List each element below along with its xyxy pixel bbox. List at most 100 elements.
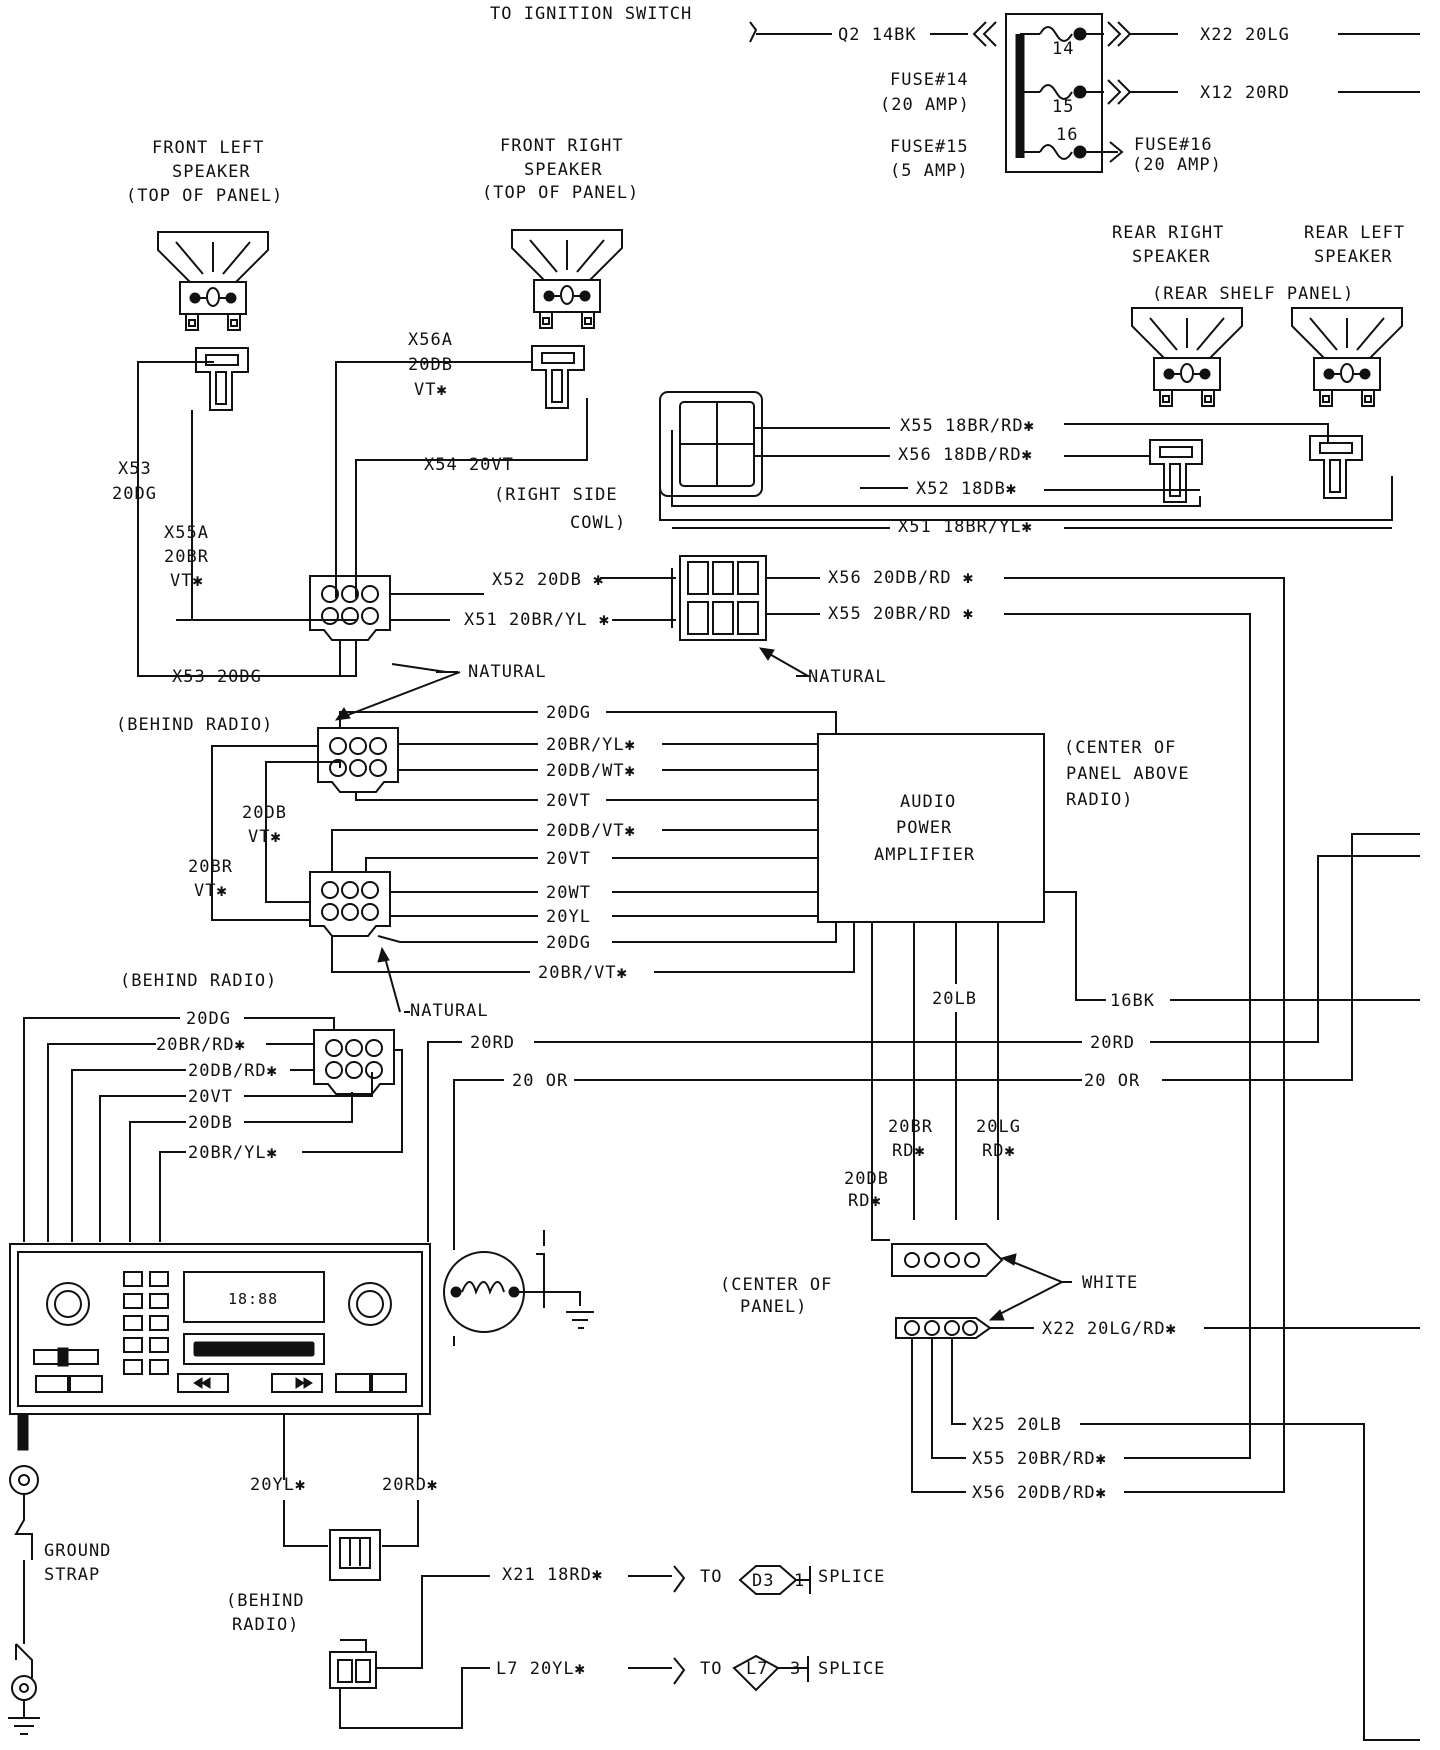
label-amp-loc-1: (CENTER OF [1064, 738, 1176, 758]
label-natural-2: NATURAL [808, 667, 887, 687]
label-fr-2: SPEAKER [524, 160, 603, 180]
label-fuse14-l1: FUSE#14 [890, 70, 969, 90]
label-right-cowl-1: (RIGHT SIDE [494, 485, 618, 505]
label-rr-2: SPEAKER [1132, 247, 1211, 267]
c1-wire-3: 20DB/WT✱ [546, 761, 636, 781]
label-fl-1: FRONT LEFT [152, 138, 264, 158]
front-left-speaker: FRONT LEFT SPEAKER (TOP OF PANEL) [126, 138, 282, 411]
label-x22-20lgrd: X22 20LG/RD✱ [1042, 1319, 1177, 1339]
radio-wire-1: 20DG [186, 1009, 231, 1029]
label-amp-db-2: RD✱ [848, 1191, 882, 1211]
c2-wire-3: 20WT [546, 883, 591, 903]
label-amp-lg-2: RD✱ [982, 1141, 1016, 1161]
label-amp-loc-2: PANEL ABOVE [1066, 764, 1190, 784]
label-white: WHITE [1082, 1273, 1138, 1293]
label-rear-shelf: (REAR SHELF PANEL) [1152, 284, 1354, 304]
label-fuse16-l1: FUSE#16 [1134, 135, 1213, 155]
c2-wire-2: 20VT [546, 849, 591, 869]
c2-wire-4: 20YL [546, 907, 591, 927]
rear-right-speaker-icon [1131, 307, 1243, 407]
radio-power: 20YL✱ 20RD✱ (BEHIND RADIO) X21 18RD✱ L7 … [226, 1414, 885, 1729]
label-x22-20lg: X22 20LG [1200, 25, 1290, 45]
c2-wire-1: 20DB/VT✱ [546, 821, 636, 841]
label-ground-1: GROUND [44, 1541, 111, 1561]
amp-connector-2-icon [309, 871, 391, 937]
amp-connector-1-icon [317, 727, 399, 793]
label-x53-bottom: X53 20DG [172, 667, 262, 687]
label-splice-2: SPLICE [818, 1659, 885, 1679]
label-l7: L7 20YL✱ [496, 1659, 586, 1679]
label-20or-right: 20 OR [1084, 1071, 1140, 1091]
label-x56-18dbrd: X56 18DB/RD✱ [898, 445, 1033, 465]
label-x21: X21 18RD✱ [502, 1565, 603, 1585]
label-20rd: 20RD✱ [382, 1475, 438, 1495]
amp-feed: 20LB 20BR RD✱ 20LG RD✱ 20DB RD✱ [844, 922, 1021, 1241]
label-natural-3: NATURAL [410, 1001, 489, 1021]
label-behind-radio-2: (BEHIND RADIO) [120, 971, 277, 991]
front-speaker-wiring: X56A 20DB VT✱ X54 20VT X53 20DG X55A 20B… [112, 330, 676, 721]
label-to-2: TO [700, 1659, 722, 1679]
label-x25-20lb: X25 20LB [972, 1415, 1062, 1435]
label-left-br-2: VT✱ [194, 881, 228, 901]
label-fr-3: (TOP OF PANEL) [482, 183, 639, 203]
amp-connector-1: (BEHIND RADIO) 20DG 20BR/YL✱ 20DB/WT✱ 20… [116, 703, 837, 921]
front-left-speaker-icon [157, 231, 269, 331]
ground-strap: GROUND STRAP [8, 1413, 111, 1735]
label-x12-20rd: X12 20RD [1200, 83, 1290, 103]
label-x52-18db: X52 18DB✱ [916, 479, 1017, 499]
label-16bk: 16BK [1110, 991, 1155, 1011]
label-to-1: TO [700, 1567, 722, 1587]
label-splice-1: SPLICE [818, 1567, 885, 1587]
label-natural-1: NATURAL [468, 662, 547, 682]
label-x56a-3: VT✱ [414, 380, 448, 400]
label-amp-3: AMPLIFIER [874, 845, 975, 865]
fuse-16-number: 16 [1056, 125, 1078, 145]
radio-harness: (BEHIND RADIO) 20DG 20BR/RD✱ 20DB/RD✱ 20… [23, 833, 1420, 1242]
fuse-14-number: 14 [1052, 39, 1074, 59]
label-behind-1: (BEHIND [226, 1591, 305, 1611]
label-20rd-left: 20RD [470, 1033, 515, 1053]
label-x55a-3: VT✱ [170, 571, 204, 591]
label-right-cowl-2: COWL) [570, 513, 626, 533]
label-x53-1: X53 [118, 459, 152, 479]
c1-wire-2: 20BR/YL✱ [546, 735, 636, 755]
splice-d3-code: D3 [752, 1571, 774, 1591]
label-to-ignition: TO IGNITION SWITCH [490, 4, 692, 24]
label-x56-20dbrd-2: X56 20DB/RD✱ [972, 1483, 1107, 1503]
label-x53-2: 20DG [112, 484, 157, 504]
label-x55a-1: X55A [164, 523, 209, 543]
c1-wire-4: 20VT [546, 791, 591, 811]
rear-speaker-wiring: X55 18BR/RD✱ X56 18DB/RD✱ X52 18DB✱ X51 … [659, 391, 1393, 537]
label-fuse16-l2: (20 AMP) [1132, 155, 1222, 175]
label-behind-2: RADIO) [232, 1615, 299, 1635]
fuse-15-number: 15 [1052, 97, 1074, 117]
splice-d3-pin: 1 [794, 1571, 805, 1591]
label-amp-br-2: RD✱ [892, 1141, 926, 1161]
front-right-speaker-icon [511, 229, 623, 329]
radio-display: 18:88 [228, 1290, 278, 1308]
radio-wire-5: 20DB [188, 1113, 233, 1133]
label-amp-20lb: 20LB [932, 989, 977, 1009]
label-amp-lg-1: 20LG [976, 1117, 1021, 1137]
rear-amp-connector: X56 20DB/RD ✱ X55 20BR/RD ✱ NATURAL [671, 555, 1285, 1493]
label-fl-2: SPEAKER [172, 162, 251, 182]
label-x54: X54 20VT [424, 455, 514, 475]
center-panel-connectors: (CENTER OF PANEL) WHITE X22 20LG/RD✱ X25… [720, 1243, 1420, 1741]
radio-wire-3: 20DB/RD✱ [188, 1061, 278, 1081]
label-left-br-1: 20BR [188, 857, 233, 877]
label-20or-left: 20 OR [512, 1071, 568, 1091]
rear-speakers: REAR RIGHT SPEAKER REAR LEFT SPEAKER (RE… [1112, 223, 1404, 503]
label-left-db-1: 20DB [242, 803, 287, 823]
label-x56a-1: X56A [408, 330, 453, 350]
label-20rd-right: 20RD [1090, 1033, 1135, 1053]
label-q2: Q2 14BK [838, 25, 917, 45]
c1-wire-1: 20DG [546, 703, 591, 723]
fuse-block: TO IGNITION SWITCH Q2 14BK 14 15 16 X22 … [490, 4, 1420, 181]
label-x52-20db: X52 20DB ✱ [492, 570, 604, 590]
label-amp-db-1: 20DB [844, 1169, 889, 1189]
label-amp-1: AUDIO [900, 792, 956, 812]
label-amp-2: POWER [896, 818, 952, 838]
label-ground-2: STRAP [44, 1565, 100, 1585]
label-left-db-2: VT✱ [248, 827, 282, 847]
